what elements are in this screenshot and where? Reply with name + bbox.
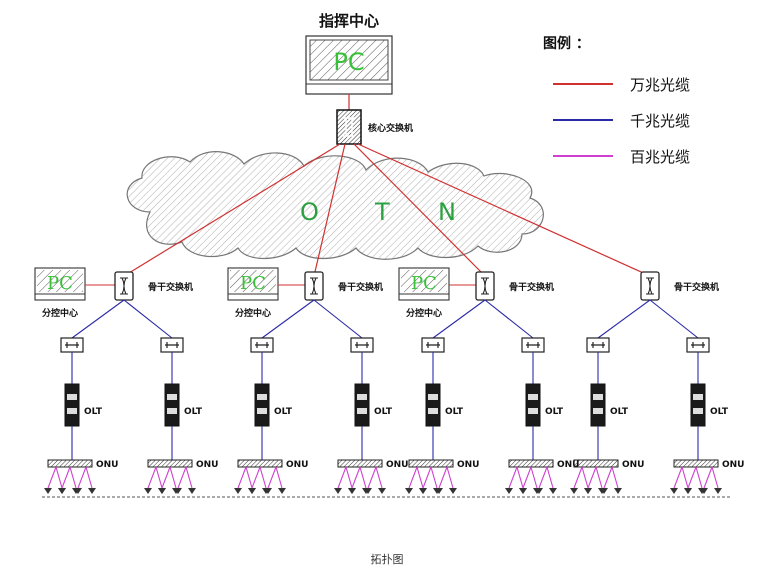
branch-pc-label-2: PC xyxy=(240,273,266,294)
terminal-icon-2-2-1a xyxy=(334,488,342,494)
legend-label-1: 万兆光缆 xyxy=(630,76,690,94)
terminal-icon-4-1-3b xyxy=(614,488,622,494)
terminal-icon-1-2-3a xyxy=(174,488,182,494)
onu-device-2-1 xyxy=(237,459,283,468)
terminal-icon-3-1-3a xyxy=(435,488,443,494)
olt-label-1-1: OLT xyxy=(84,407,103,417)
branch-sub-center-3: 分控中心 xyxy=(406,307,442,319)
terminal-icon-4-1-2a xyxy=(584,488,592,494)
terminal-icon-3-1-3b xyxy=(449,488,457,494)
branch-4: 骨干交换机 OLT ONU OLT ONU xyxy=(570,271,745,494)
branch-sub-center-2: 分控中心 xyxy=(235,307,271,319)
olt-label-3-2: OLT xyxy=(545,407,564,417)
otn-cloud: O T N xyxy=(126,151,544,260)
olt-device-1-2 xyxy=(164,383,180,427)
terminal-icon-4-2-3b xyxy=(714,488,722,494)
otn-letter-o: O xyxy=(300,198,319,226)
terminal-icon-2-2-3b xyxy=(378,488,386,494)
branch-pc-label-1: PC xyxy=(47,273,73,294)
branch-1: PC 分控中心 骨干交换机 OLT ONU OLT ONU xyxy=(34,267,219,494)
core-switch: 核心交换机 xyxy=(336,109,413,145)
onu-device-3-2 xyxy=(508,459,554,468)
otn-letter-t: T xyxy=(374,198,390,226)
olt-device-1-1 xyxy=(64,383,80,427)
terminal-icon-3-2-3a xyxy=(535,488,543,494)
terminal-icon-2-1-1a xyxy=(234,488,242,494)
branch-sub-center-1: 分控中心 xyxy=(42,307,78,319)
onu-label-4-2: ONU xyxy=(722,460,745,470)
terminal-icon-4-1-1a xyxy=(570,488,578,494)
onu-label-1-2: ONU xyxy=(196,460,219,470)
terminal-icon-2-2-3a xyxy=(364,488,372,494)
olt-device-3-1 xyxy=(425,383,441,427)
diagram-caption: 拓扑图 xyxy=(371,552,404,566)
terminal-icon-1-1-2a xyxy=(58,488,66,494)
legend-title: 图例 ： xyxy=(543,35,590,52)
onu-label-2-2: ONU xyxy=(386,460,409,470)
terminal-icon-1-2-1a xyxy=(144,488,152,494)
terminal-icon-1-2-2a xyxy=(158,488,166,494)
branch-pc-label-3: PC xyxy=(411,273,437,294)
terminal-icon-1-2-3b xyxy=(188,488,196,494)
terminal-icon-2-2-2a xyxy=(348,488,356,494)
terminal-icon-1-1-1a xyxy=(44,488,52,494)
onu-label-3-1: ONU xyxy=(457,460,480,470)
olt-device-4-1 xyxy=(590,383,606,427)
olt-device-2-1 xyxy=(254,383,270,427)
onu-label-1-1: ONU xyxy=(96,460,119,470)
onu-device-2-2 xyxy=(337,459,383,468)
olt-label-2-2: OLT xyxy=(374,407,393,417)
onu-label-2-1: ONU xyxy=(286,460,309,470)
onu-label-3-2: ONU xyxy=(557,460,580,470)
onu-device-1-1 xyxy=(47,459,93,468)
terminal-icon-4-1-3a xyxy=(600,488,608,494)
backbone-switch-label-3: 骨干交换机 xyxy=(509,281,554,293)
terminal-icon-2-1-3b xyxy=(278,488,286,494)
olt-device-4-2 xyxy=(690,383,706,427)
onu-label-4-1: ONU xyxy=(622,460,645,470)
terminal-icon-3-2-2a xyxy=(519,488,527,494)
core-switch-label: 核心交换机 xyxy=(368,122,413,134)
terminal-icon-4-2-3a xyxy=(700,488,708,494)
olt-device-3-2 xyxy=(525,383,541,427)
legend-label-2: 千兆光缆 xyxy=(630,112,690,130)
terminal-icon-3-2-3b xyxy=(549,488,557,494)
command-center-pc-label: PC xyxy=(333,48,364,76)
terminal-icon-2-1-2a xyxy=(248,488,256,494)
backbone-switch-label-4: 骨干交换机 xyxy=(674,281,719,293)
command-center: 指挥中心 PC xyxy=(305,12,393,110)
onu-device-1-2 xyxy=(147,459,193,468)
terminal-icon-3-2-1a xyxy=(505,488,513,494)
backbone-switch-label-1: 骨干交换机 xyxy=(148,281,193,293)
terminal-icon-4-2-2a xyxy=(684,488,692,494)
otn-letter-n: N xyxy=(438,198,456,226)
terminal-icon-3-1-1a xyxy=(405,488,413,494)
onu-device-4-2 xyxy=(673,459,719,468)
olt-label-4-2: OLT xyxy=(710,407,729,417)
olt-label-3-1: OLT xyxy=(445,407,464,417)
onu-device-3-1 xyxy=(408,459,454,468)
terminal-icon-3-1-2a xyxy=(419,488,427,494)
core-switch-icon xyxy=(336,109,362,145)
onu-device-4-1 xyxy=(573,459,619,468)
terminal-icon-1-1-3b xyxy=(88,488,96,494)
branch-2: PC 分控中心 骨干交换机 OLT ONU OLT ONU xyxy=(227,267,409,494)
branch-3: PC 分控中心 骨干交换机 OLT ONU OLT ONU xyxy=(398,267,580,494)
olt-label-2-1: OLT xyxy=(274,407,293,417)
olt-label-1-2: OLT xyxy=(184,407,203,417)
branch-groups: PC 分控中心 骨干交换机 OLT ONU OLT ONU PC 分控中心 骨干交换机 OLT ONU… xyxy=(34,267,745,494)
backbone-switch-label-2: 骨干交换机 xyxy=(338,281,383,293)
terminal-icon-2-1-3a xyxy=(264,488,272,494)
olt-label-4-1: OLT xyxy=(610,407,629,417)
olt-device-2-2 xyxy=(354,383,370,427)
ten-gig-links xyxy=(123,143,651,277)
terminal-icon-4-2-1a xyxy=(670,488,678,494)
legend-label-3: 百兆光缆 xyxy=(630,148,690,166)
terminal-icon-1-1-3a xyxy=(74,488,82,494)
command-center-title: 指挥中心 xyxy=(319,12,379,30)
